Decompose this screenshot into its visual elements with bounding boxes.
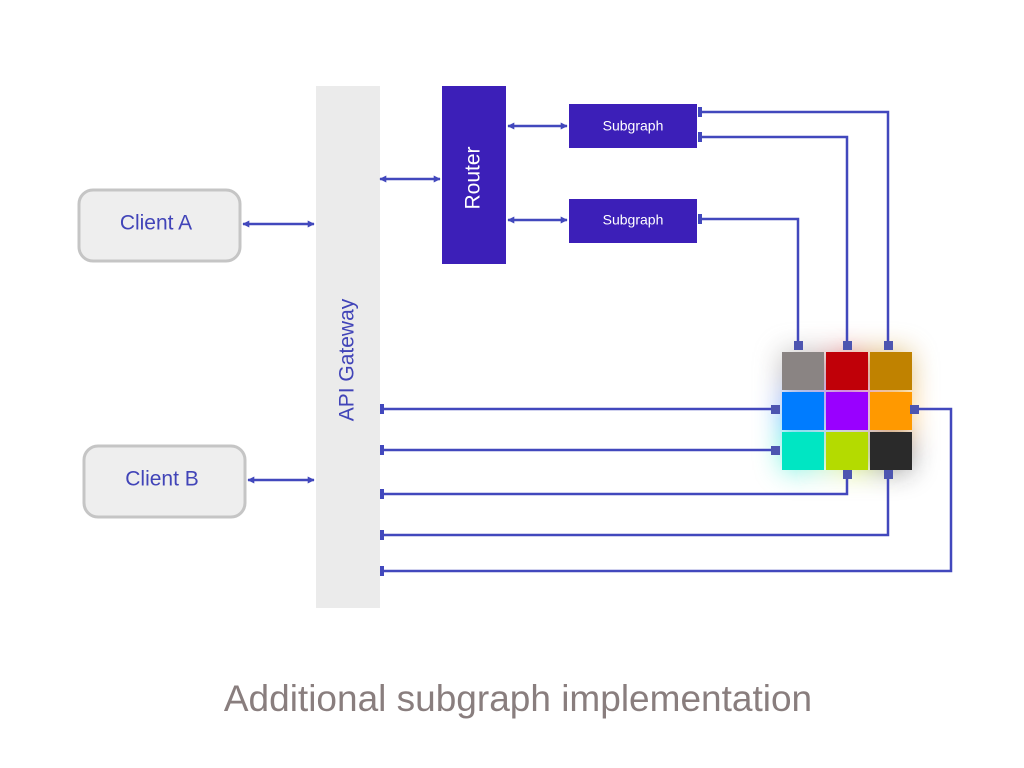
grid-cell xyxy=(826,432,868,470)
grid-cell xyxy=(870,352,912,390)
connector-wires xyxy=(380,107,953,576)
api-gateway-label: API Gateway xyxy=(336,298,359,421)
client-a-label: Client A xyxy=(120,212,192,235)
grid-cell xyxy=(782,352,824,390)
wire-subgraph-1-a xyxy=(698,107,890,345)
wire-gateway-5 xyxy=(380,407,953,576)
wire-gateway-4 xyxy=(380,474,890,540)
router: Router xyxy=(442,86,506,264)
port-bottom-2 xyxy=(884,470,893,479)
client-b-label: Client B xyxy=(125,468,199,491)
port-top-3 xyxy=(884,341,893,350)
subgraph-1-box xyxy=(569,104,697,148)
wire-gateway-3 xyxy=(380,474,849,499)
grid-ports xyxy=(771,341,919,479)
client-b: Client B xyxy=(82,444,247,519)
client-a: Client A xyxy=(77,188,242,263)
port-bottom-1 xyxy=(843,470,852,479)
subgraph-1-label: Subgraph xyxy=(603,118,664,134)
grid-cell xyxy=(870,392,912,430)
grid-cell xyxy=(826,392,868,430)
subgraph-2-box xyxy=(569,199,697,243)
api-gateway: API Gateway xyxy=(316,86,380,608)
port-left-1 xyxy=(771,405,780,414)
client-b-box xyxy=(82,444,247,519)
diagram-title: Additional subgraph implementation xyxy=(224,678,812,719)
implementation-grid xyxy=(782,352,912,470)
grid-cell xyxy=(782,392,824,430)
bidirectional-arrows xyxy=(242,122,568,484)
subgraph-2: Subgraph xyxy=(569,199,697,243)
grid-cell xyxy=(782,432,824,470)
api-gateway-bar xyxy=(316,86,380,608)
port-top-1 xyxy=(794,341,803,350)
subgraph-1: Subgraph xyxy=(569,104,697,148)
client-a-box xyxy=(77,188,242,263)
subgraph-2-label: Subgraph xyxy=(603,212,664,228)
router-box xyxy=(442,86,506,264)
grid-cell xyxy=(826,352,868,390)
port-right-1 xyxy=(910,405,919,414)
grid-cell xyxy=(870,432,912,470)
router-label: Router xyxy=(462,146,485,209)
wire-subgraph-2 xyxy=(698,214,800,345)
port-left-2 xyxy=(771,446,780,455)
port-top-2 xyxy=(843,341,852,350)
wire-subgraph-1-b xyxy=(698,132,849,345)
